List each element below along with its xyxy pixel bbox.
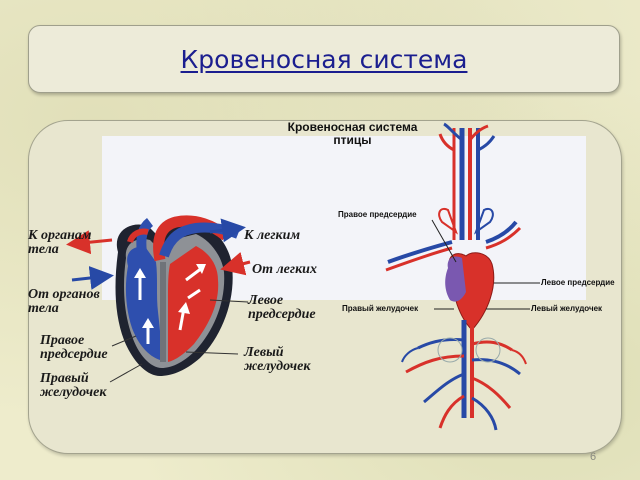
label-left-atrium: Левое предсердие [248,293,316,322]
bird-label-right-ventricle: Правый желудочек [342,304,419,313]
label-to-body-organs: К органам тела [28,228,92,257]
bird-label-left-ventricle: Левый желудочек [531,304,603,313]
label-from-lungs: От легких [252,262,317,277]
label-left-ventricle: Левый желудочек [244,345,311,374]
arrow-to-body [66,230,113,255]
arrow-from-body [71,266,114,290]
bird-label-right-atrium: Правое предсердие [338,210,417,219]
label-right-atrium: Правое предсердие [40,333,108,362]
bird-heart-right [445,256,466,302]
bird-diagram-title: Кровеносная система птицы [250,121,455,147]
heart-right-side [125,246,161,360]
arrow-to-lungs [209,218,246,243]
label-to-lungs: К легким [244,228,301,243]
arrow-from-lungs [220,251,251,276]
label-from-body-organs: От органов тела [28,287,100,316]
slide-title-link[interactable]: Кровеносная система [180,44,468,74]
bird-title-line-1: Кровеносная система [287,120,418,134]
heart-left-side [168,246,219,362]
bird-label-left-atrium: Левое предсердие [541,278,615,287]
title-panel: Кровеносная система [28,25,620,93]
page-number: 6 [590,451,597,463]
label-right-ventricle: Правый желудочек [40,371,107,400]
heart-diagram [66,215,251,383]
bird-title-line-2: птицы [333,133,372,147]
bird-circulation-diagram [385,122,540,431]
